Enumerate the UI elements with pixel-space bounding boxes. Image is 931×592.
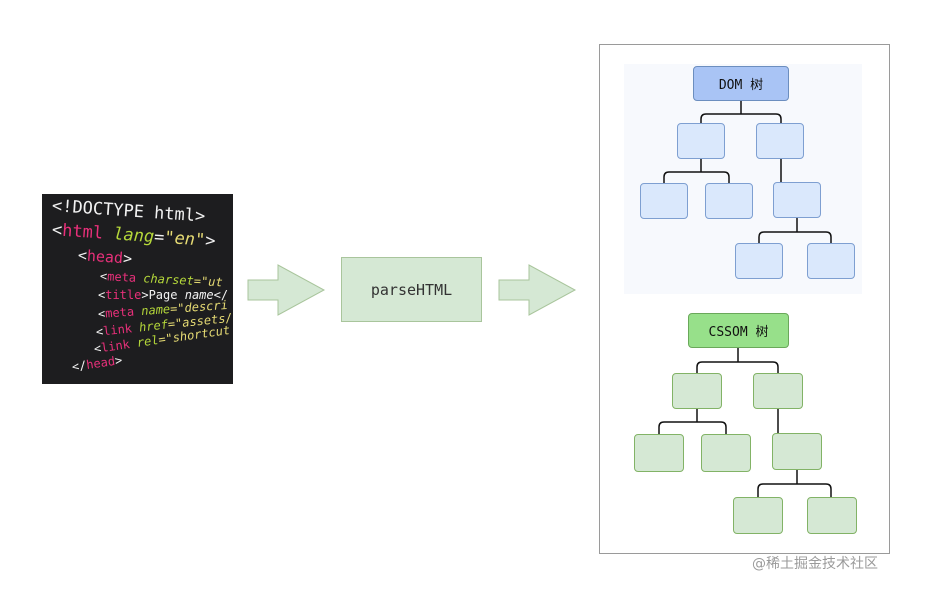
code-token: name (184, 288, 214, 302)
dom-node (756, 123, 804, 159)
code-token: < (98, 288, 106, 302)
parse-html-step: parseHTML (341, 257, 482, 322)
code-line: <title>Page name</ (98, 288, 228, 302)
cssom-node (733, 497, 783, 534)
cssom-node (772, 433, 822, 470)
dom-node (705, 183, 753, 219)
cssom-node (753, 373, 803, 409)
dom-node (735, 243, 783, 279)
cssom-node (701, 434, 751, 472)
arrow-right-icon (498, 264, 577, 316)
cssom-tree-root-label: CSSOM 树 (708, 325, 769, 340)
dom-node (640, 183, 688, 219)
cssom-tree-root: CSSOM 树 (688, 313, 789, 348)
arrow-right-icon (247, 264, 326, 316)
code-token: </ (213, 288, 229, 302)
cssom-node (672, 373, 722, 409)
dom-tree-root: DOM 树 (693, 66, 789, 101)
dom-tree-root-label: DOM 树 (718, 78, 764, 93)
cssom-node (634, 434, 684, 472)
dom-node (773, 182, 821, 218)
parse-html-label: parseHTML (370, 280, 453, 299)
code-token: >Page (141, 288, 185, 302)
dom-node (807, 243, 855, 279)
html-code-snippet: <!DOCTYPE html><html lang="en"><head><me… (42, 194, 233, 384)
watermark: @稀土掘金技术社区 (752, 556, 878, 572)
dom-node (677, 123, 725, 159)
code-token: title (105, 288, 142, 302)
cssom-node (807, 497, 857, 534)
